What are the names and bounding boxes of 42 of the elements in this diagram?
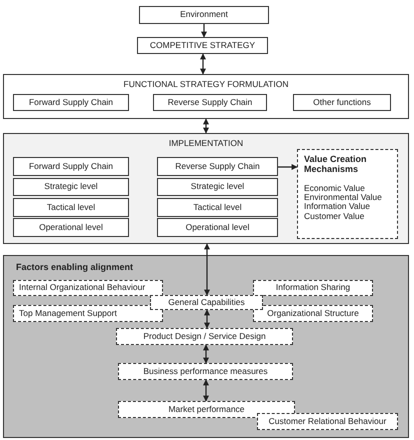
list-item: Economic Value <box>304 184 366 194</box>
process-box: Forward Supply Chain <box>13 94 129 111</box>
process-box: Strategic level <box>13 178 129 196</box>
section-heading: FUNCTIONAL STRATEGY FORMULATION <box>122 80 290 90</box>
dashed-box: Internal Organizational Behaviour <box>13 280 163 296</box>
section-panel <box>3 133 409 244</box>
process-box: Reverse Supply Chain <box>157 157 278 176</box>
section-heading: Factors enabling alignment <box>16 263 134 273</box>
dashed-box: General Capabilities <box>150 295 263 310</box>
section-panel <box>3 74 409 119</box>
dashed-box: Business performance measures <box>118 363 293 380</box>
process-box: COMPETITIVE STRATEGY <box>137 37 268 54</box>
arrow <box>201 24 207 38</box>
process-box: Operational level <box>157 218 278 237</box>
dashed-box: Market performance <box>118 401 295 418</box>
arrow <box>204 243 210 296</box>
process-box: Operational level <box>13 218 129 237</box>
arrow <box>203 118 209 134</box>
box-heading: Value Creation Mechanisms <box>304 155 368 175</box>
list-item: Customer Value <box>304 212 366 222</box>
list-item: Information Value <box>304 202 371 212</box>
process-box: Strategic level <box>157 178 278 196</box>
dashed-box: Top Management Support <box>13 305 163 322</box>
process-box: Other functions <box>293 94 391 111</box>
list-item: Environmental Value <box>304 193 383 202</box>
section-panel <box>3 255 409 438</box>
dashed-box <box>297 149 398 239</box>
arrow <box>200 53 206 75</box>
arrow <box>203 379 209 402</box>
process-box: Tactical level <box>157 198 278 217</box>
dashed-box: Organizational Structure <box>253 305 373 322</box>
dashed-box: Information Sharing <box>253 280 373 296</box>
arrow <box>278 164 298 170</box>
arrow <box>203 344 209 364</box>
arrow <box>204 309 210 329</box>
process-box: Reverse Supply Chain <box>153 94 267 111</box>
dashed-box: Customer Relational Behaviour <box>257 413 398 430</box>
process-box: Environment <box>139 6 269 24</box>
dashed-box: Product Design / Service Design <box>116 328 293 345</box>
process-box: Forward Supply Chain <box>13 157 129 176</box>
process-box: Tactical level <box>13 198 129 217</box>
section-heading: IMPLEMENTATION <box>168 139 244 148</box>
